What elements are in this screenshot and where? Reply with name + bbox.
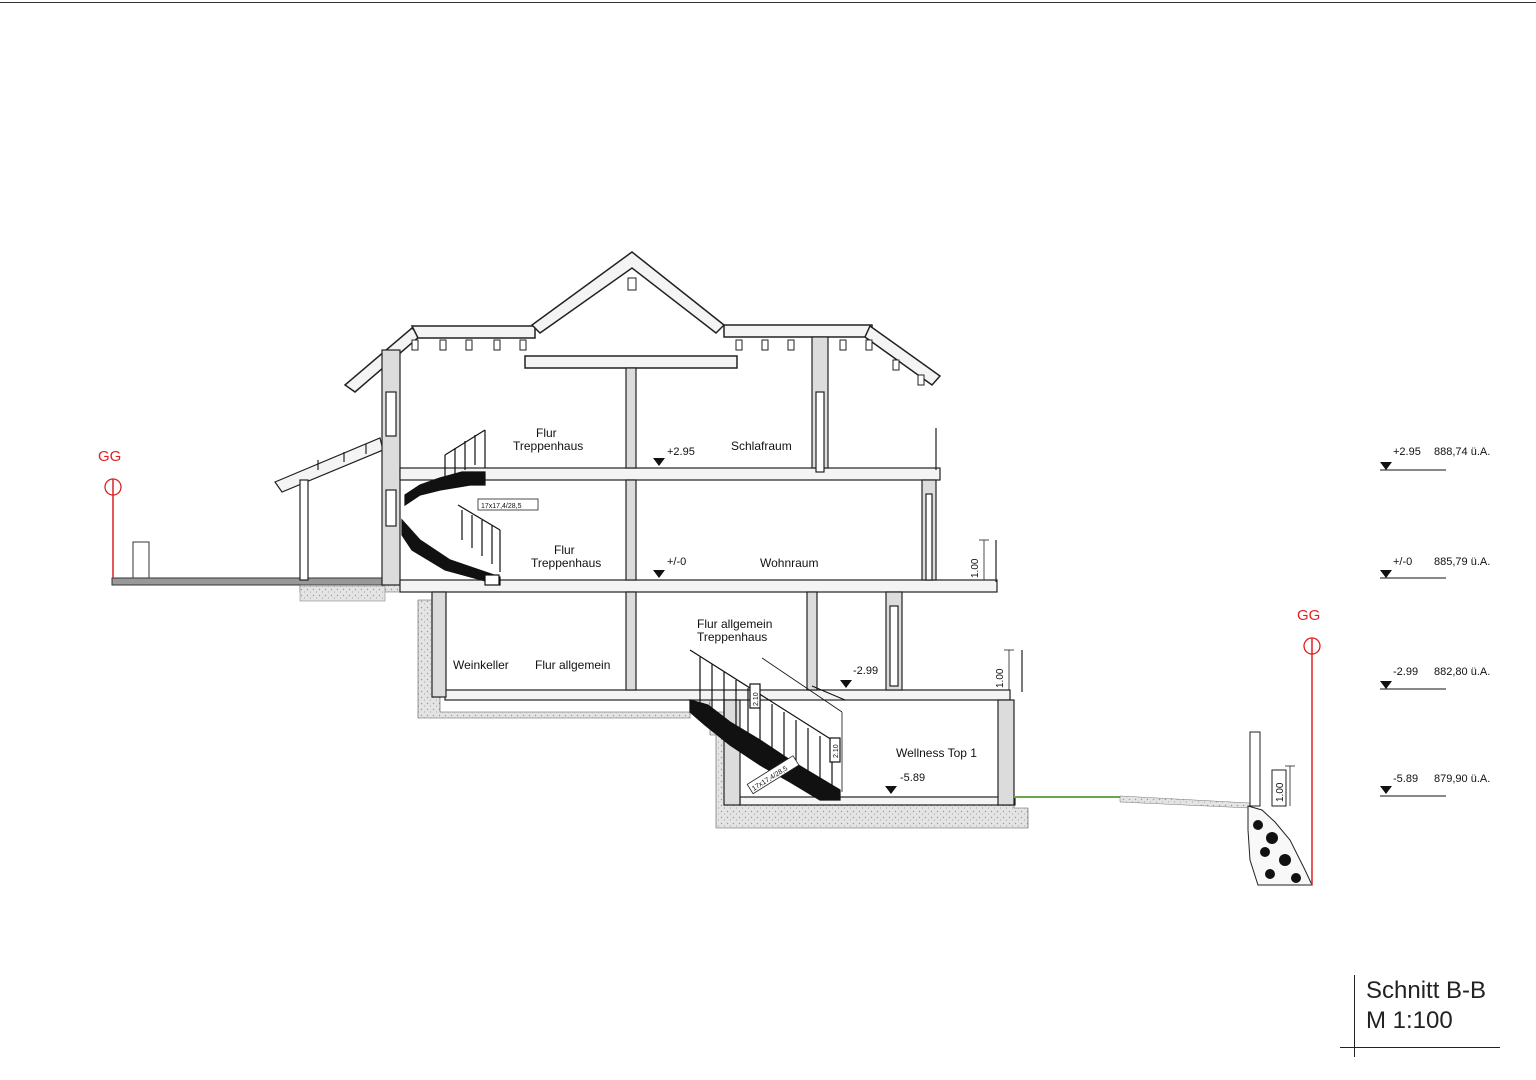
level-legend <box>1380 462 1446 797</box>
room-label-eg-flur: Flur <box>554 543 575 557</box>
level-markers-section <box>653 458 897 794</box>
terrain-right <box>1014 731 1313 886</box>
carport <box>274 437 384 581</box>
legend-abs-4: 879,90 ü.A. <box>1434 773 1490 785</box>
legend-rel-4: -5.89 <box>1393 773 1418 785</box>
dimension-railing-garden: 1.00 <box>1275 782 1286 802</box>
legend-rel-1: +2.95 <box>1393 446 1421 458</box>
level-eg: +/-0 <box>667 556 686 568</box>
room-label-ug-weinkeller: Weinkeller <box>453 658 509 672</box>
dimension-railing-ug: 1.00 <box>995 668 1006 688</box>
terrain-left <box>111 541 388 586</box>
legend-abs-3: 882,80 ü.A. <box>1434 666 1490 678</box>
level-wellness: -5.89 <box>900 772 925 784</box>
ground-marker-right <box>1303 637 1321 885</box>
room-label-og-schlafraum: Schlafraum <box>731 439 792 453</box>
dimension-height-a: 2.10 <box>753 692 760 706</box>
legend-abs-2: 885,79 ü.A. <box>1434 556 1490 568</box>
room-label-ug-flur-allgemein-2: Flur allgemein <box>697 617 772 631</box>
stair-upper-tag <box>477 498 539 511</box>
section-title: Schnitt B-B <box>1366 977 1487 1004</box>
room-label-wellness: Wellness Top 1 <box>896 746 977 760</box>
room-label-eg-wohnraum: Wohnraum <box>760 556 818 570</box>
ground-marker-left <box>104 478 122 578</box>
top-border-line <box>0 2 1536 3</box>
balcony-railings <box>935 428 1023 692</box>
foundation-gravel <box>299 584 1029 829</box>
room-label-eg-treppenhaus: Treppenhaus <box>531 556 601 570</box>
roof-rafters <box>411 277 925 386</box>
stair-upper <box>401 429 501 586</box>
title-block-vertical-line <box>1354 975 1355 1057</box>
stair-lower <box>689 649 846 801</box>
legend-rel-3: -2.99 <box>1393 666 1418 678</box>
room-label-og-flur: Flur <box>536 426 557 440</box>
room-label-og-treppenhaus: Treppenhaus <box>513 439 583 453</box>
dimension-lines <box>979 539 1295 806</box>
room-label-ug-flur-allgemein: Flur allgemein <box>535 658 610 672</box>
scale-label: M 1:100 <box>1366 1007 1453 1034</box>
legend-abs-1: 888,74 ü.A. <box>1434 446 1490 458</box>
stair-upper-label: 17x17,4/28,5 <box>481 503 522 510</box>
roof <box>343 251 942 393</box>
dimension-height-b: 2.10 <box>833 744 840 758</box>
level-ug: -2.99 <box>853 665 878 677</box>
ground-marker-right-label: GG <box>1297 607 1320 624</box>
title-block-horizontal-line <box>1340 1047 1500 1048</box>
legend-rel-2: +/-0 <box>1393 556 1412 568</box>
title-block: Schnitt B-B M 1:100 <box>1340 975 1500 1057</box>
room-label-ug-treppenhaus: Treppenhaus <box>697 630 767 644</box>
level-og: +2.95 <box>667 446 695 458</box>
ground-marker-left-label: GG <box>98 448 121 465</box>
dimension-railing-eg: 1.00 <box>970 558 981 578</box>
